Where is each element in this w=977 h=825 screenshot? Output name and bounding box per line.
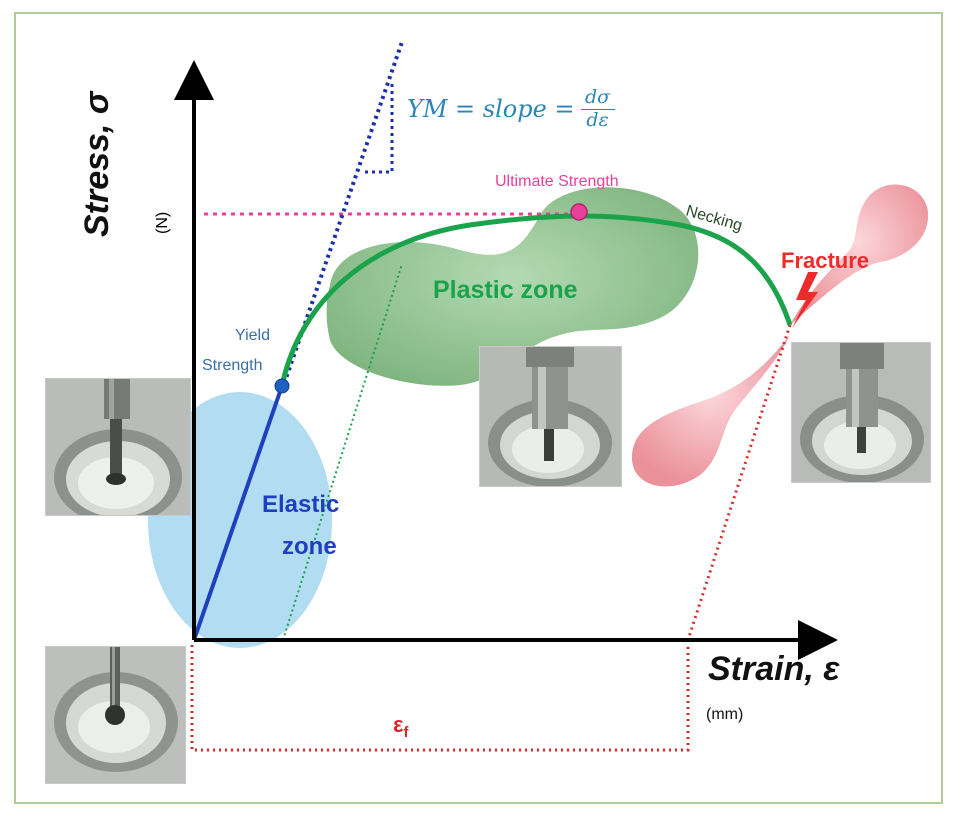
strain-fracture-subscript: f [403,724,409,741]
specimen-photo-start [45,646,186,784]
ultimate-point [570,203,588,221]
formula-lhs: YM = slope = [407,95,575,124]
y-axis-title: Stress, σ [78,91,116,237]
yield-label-line1: Yield [235,327,270,344]
strain-fracture-symbol: ε [393,712,404,737]
unloading-line [282,263,403,641]
x-axis-title: Strain, ε [708,650,840,688]
formula-fraction: dσ dε [580,86,615,131]
elastic-line [192,385,284,641]
fracture-blob-lower [631,335,790,487]
specimen-photo-yield [45,378,191,516]
x-axis-unit: (mm) [706,706,744,723]
formula-numerator: dσ [584,86,611,108]
formula-denominator: dε [586,108,609,131]
elastic-label-line1: Elastic [262,491,339,518]
slope-triangle [365,82,394,174]
fracture-drop-line [686,324,792,641]
strain-fracture-bracket [190,645,690,752]
specimen-photo-necking [479,346,622,487]
elastic-label-line2: zone [282,533,337,560]
specimen-photo-fracture [791,342,931,483]
plastic-zone-blob [326,187,699,386]
y-axis-unit: (N) [154,211,171,234]
plastic-curve [279,213,793,387]
strain-fracture-label: εf [393,712,409,741]
fracture-label: Fracture [781,248,869,273]
yield-point [274,378,290,394]
ultimate-strength-label: Ultimate Strength [495,173,619,190]
modulus-tangent-line [280,41,404,391]
yield-label-line2: Strength [202,357,262,374]
plastic-zone-label: Plastic zone [433,276,578,304]
youngs-modulus-formula: YM = slope = dσ dε [407,86,615,131]
fracture-blob-upper [790,184,929,325]
fracture-bolt-icon [792,272,818,328]
diagram-frame [14,12,943,804]
